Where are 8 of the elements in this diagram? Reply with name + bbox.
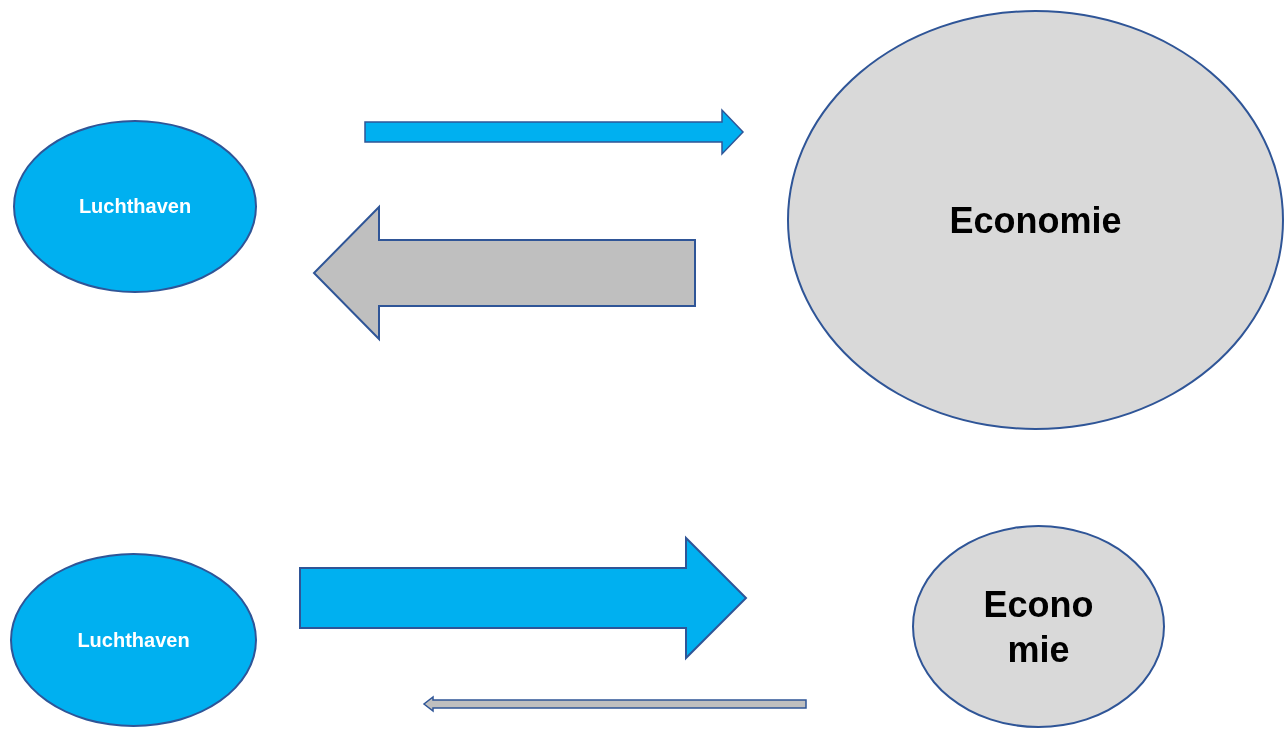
block-arrow	[312, 204, 696, 342]
node-label: Luchthaven	[77, 627, 190, 653]
node-label: Luchthaven	[78, 194, 192, 219]
block-arrow	[364, 108, 745, 156]
node-label: Econo mie	[982, 582, 1095, 672]
block-arrow	[422, 695, 807, 713]
block-arrow	[299, 535, 748, 661]
node-label: Economie	[949, 198, 1122, 243]
